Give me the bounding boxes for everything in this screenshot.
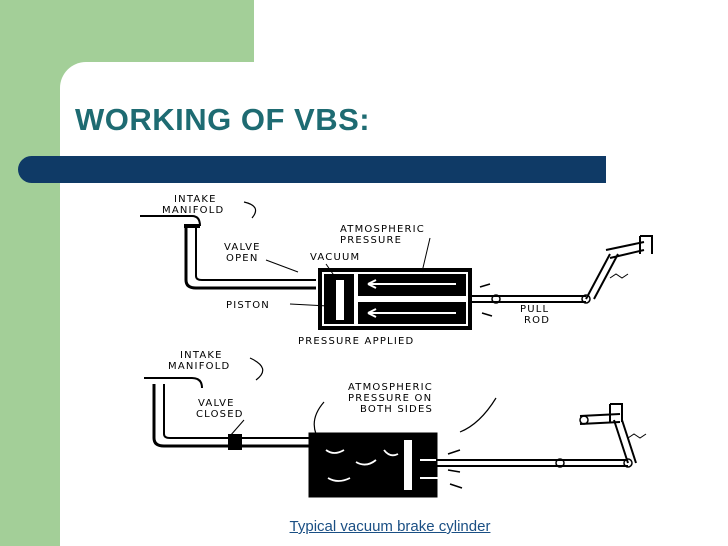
slide-title: WORKING OF VBS: [75,102,371,137]
top-piston-leader [289,303,329,307]
top-piston [336,280,344,320]
bottom-intake-label-1: INTAKE [180,350,223,361]
top-piston-label: PISTON [226,300,270,311]
bottom-pipe-inner [163,384,330,439]
bottom-valve-leader [229,419,245,437]
top-vacuum-label: VACUUM [310,252,360,263]
bottom-manifold [144,377,203,389]
bottom-diagram: INTAKE MANIFOLD VALVE CLOSED ATMOSPHERIC… [144,350,647,498]
top-intake-label-2: MANIFOLD [162,205,224,216]
bottom-lever-joint [579,415,589,425]
bottom-atmos-leaders [313,397,497,435]
bottom-valve-label-2: CLOSED [196,409,244,420]
bottom-rod-joint-2 [623,458,633,468]
top-rod-joint-2 [581,294,591,304]
bottom-outside-arrows [447,449,463,489]
top-caption: PRESSURE APPLIED [298,336,414,347]
top-pipe-outer [184,226,316,290]
bottom-valve [228,434,242,450]
top-outside-arrows [479,283,493,317]
bottom-cylinder [308,432,438,498]
bottom-cylinder-swirls [325,449,399,482]
top-atmos-label-1: ATMOSPHERIC [340,224,425,235]
bottom-lever [613,419,637,464]
bottom-spring [627,433,647,439]
bottom-lever-arm [579,413,621,425]
top-pipe-inner [195,226,316,281]
bottom-atmos-label-1: ATMOSPHERIC [348,382,433,393]
top-lever-arm [605,241,645,259]
top-pull-rod [470,295,586,303]
top-valve-label-1: VALVE [224,242,261,253]
top-lever [585,253,619,300]
top-valve-leader [265,259,299,273]
top-spring [609,273,629,279]
top-valve-label-2: OPEN [226,253,259,264]
bottom-atmos-label-3: BOTH SIDES [360,404,433,415]
diagram-caption-link[interactable]: Typical vacuum brake cylinder [289,518,491,535]
top-diagram: INTAKE MANIFOLD VALVE OPEN VACUUM ATMOSP… [140,194,653,347]
top-rod-joint-1 [491,294,501,304]
bottom-atmos-label-2: PRESSURE ON [348,393,432,404]
bottom-pipe-outer [152,384,330,448]
top-pull-label-2: ROD [524,315,550,326]
bottom-intake-label-2: MANIFOLD [168,361,230,372]
vacuum-brake-diagram: INTAKE MANIFOLD VALVE OPEN VACUUM ATMOSP… [140,194,653,498]
bottom-bracket [609,403,623,422]
top-cylinder [318,268,472,330]
top-intake-leader [243,201,257,219]
top-bracket [639,235,653,254]
top-atmos-label-2: PRESSURE [340,235,402,246]
top-atmos-leader [421,237,431,273]
bottom-rod-joint-1 [555,458,565,468]
top-arrowheads [367,279,377,318]
title-underline-bar [18,156,606,183]
bottom-piston [404,440,412,490]
bottom-intake-leader [249,357,264,381]
top-pipe-cap [184,224,200,228]
top-intake-label-1: INTAKE [174,194,217,205]
top-cylinder-arrows [368,283,456,314]
bottom-valve-label-1: VALVE [198,398,235,409]
bottom-pull-rod [436,459,628,467]
top-pull-label-1: PULL [520,304,549,315]
